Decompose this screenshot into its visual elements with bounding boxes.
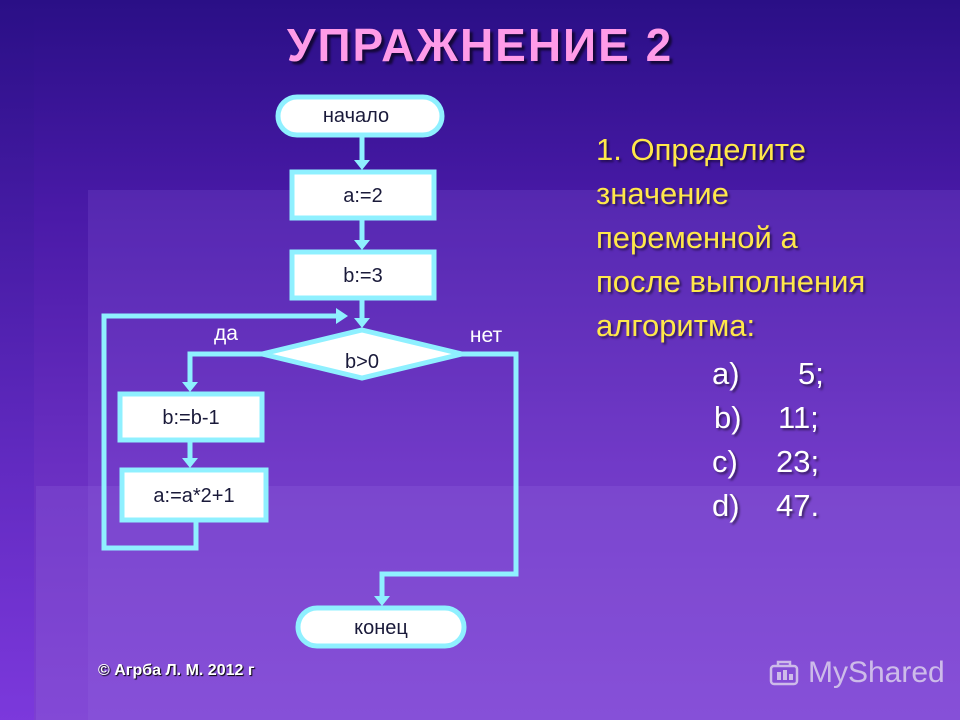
condition-label: b>0 <box>345 351 379 373</box>
question-line: после выполнения <box>596 264 866 299</box>
arrowhead-1 <box>354 160 370 170</box>
assign-b-box <box>289 249 437 301</box>
option-d: d) 47. <box>712 484 819 528</box>
question-text: 1. Определите значение переменной а посл… <box>596 128 936 348</box>
end-terminal <box>295 605 467 649</box>
assign-a-label: a:=2 <box>343 185 382 207</box>
arrowhead-5 <box>182 458 198 468</box>
option-letter: a) <box>712 356 740 391</box>
question-line: значение <box>596 176 729 211</box>
start-label: начало <box>323 105 389 127</box>
no-branch-line <box>379 351 519 598</box>
decrement-box <box>117 391 265 443</box>
option-letter: b) <box>714 400 742 435</box>
assign-b-label: b:=3 <box>343 265 382 287</box>
watermark: MyShared <box>768 656 945 690</box>
no-label: нет <box>470 324 503 347</box>
question-line: 1. Определите <box>596 132 806 167</box>
decision-diamond <box>261 327 463 381</box>
option-value: 11; <box>778 400 819 435</box>
background-panel <box>88 190 960 720</box>
arrowhead-4 <box>182 382 198 392</box>
option-letter: c) <box>712 444 738 479</box>
end-label: конец <box>354 617 408 639</box>
option-value: 5; <box>798 356 824 391</box>
update-a-label: a:=a*2+1 <box>153 485 234 507</box>
background-panel-lower <box>36 486 960 720</box>
question-line: переменной а <box>596 220 798 255</box>
slide-title: УПРАЖНЕНИЕ 2 <box>286 19 674 71</box>
left-gradient-bar <box>0 0 34 720</box>
watermark-logo-icon <box>769 660 799 686</box>
arrowhead-6 <box>336 308 348 324</box>
option-value: 23; <box>776 444 820 479</box>
decrement-label: b:=b-1 <box>162 407 219 429</box>
copyright: © Агрба Л. М. 2012 г <box>98 662 255 679</box>
arrowhead-2 <box>354 240 370 250</box>
option-c: c) 23; <box>712 440 819 484</box>
loop-back-line <box>101 313 340 551</box>
yes-label: да <box>214 322 238 345</box>
arrowhead-7 <box>374 596 390 606</box>
option-letter: d) <box>712 488 740 523</box>
option-a: a) 5; <box>712 352 824 396</box>
option-value: 47. <box>776 488 820 523</box>
question-line: алгоритма: <box>596 308 756 343</box>
yes-branch-line <box>187 351 262 385</box>
watermark-text: MyShared <box>808 656 945 689</box>
option-b: b) 11; <box>714 396 819 440</box>
arrowhead-3 <box>354 318 370 328</box>
